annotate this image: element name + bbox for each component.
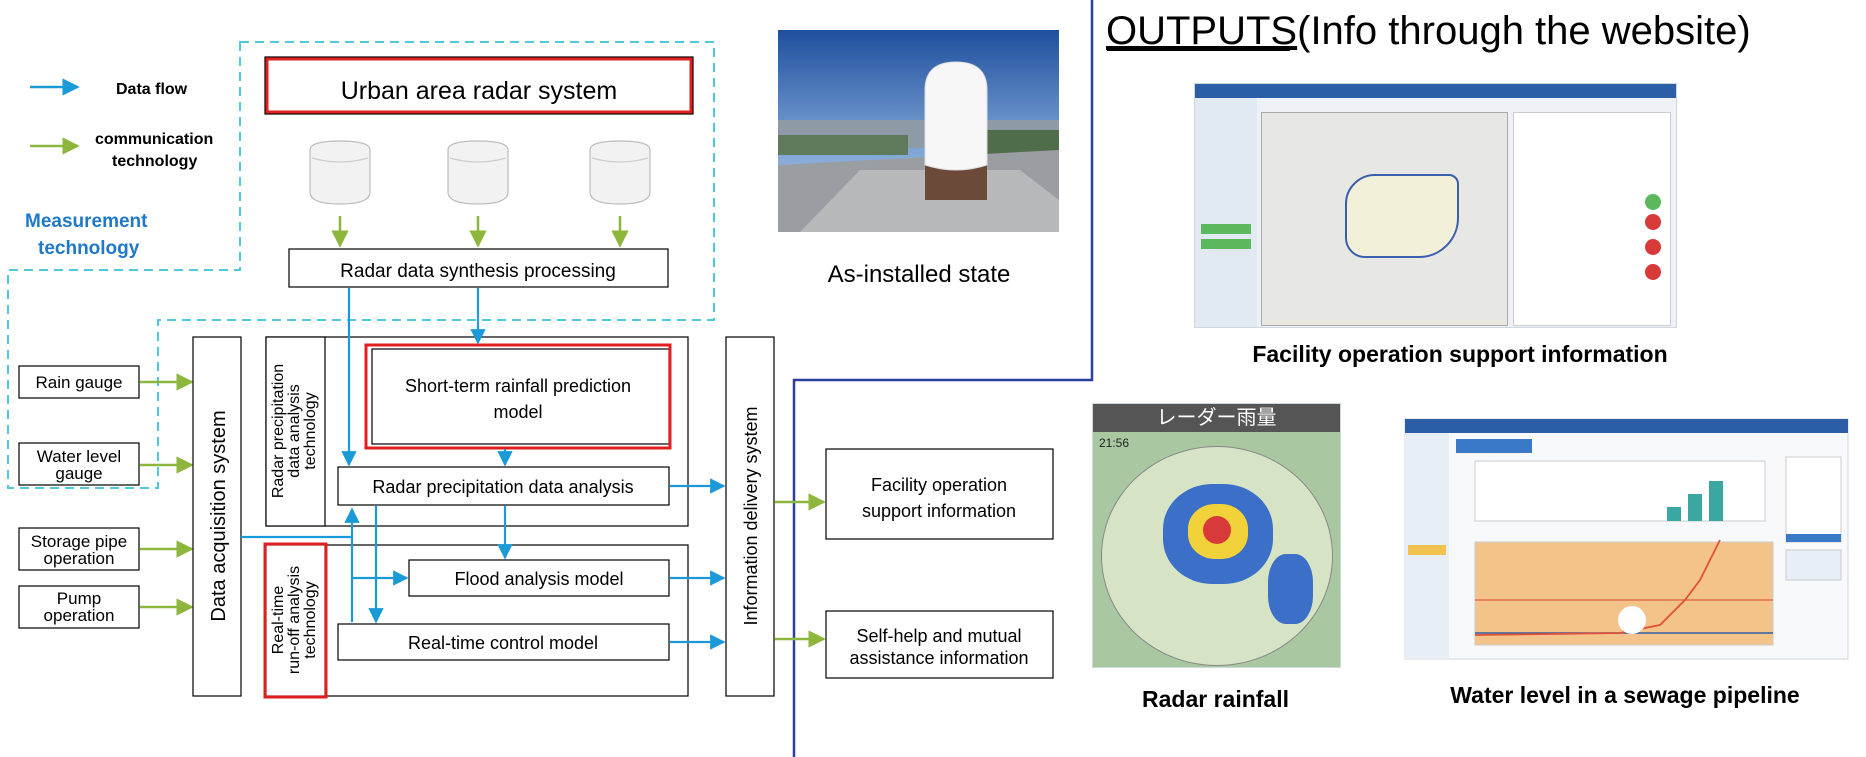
info-delivery-box [725, 336, 775, 697]
facility-support-screenshot [1194, 83, 1677, 328]
selfhelp-output-label-2: assistance information [849, 648, 1028, 668]
radar-precip-tech-label-2: data analysis [286, 384, 303, 477]
as-installed-caption: As-installed state [828, 261, 1011, 288]
data-flow-lines [241, 288, 726, 650]
radar-analysis-box [337, 466, 670, 506]
facility-status-red-1 [1645, 214, 1661, 230]
legend-communication-label-1: communication [95, 131, 213, 148]
pump-label-2: operation [44, 606, 115, 625]
facility-sidebar [1195, 98, 1257, 327]
radar-analysis-label: Radar precipitation data analysis [372, 477, 633, 497]
measurement-technology-label-1: Measurement [25, 211, 148, 232]
urban-radar-box-outer [264, 56, 694, 115]
radar-rainfall-screenshot: レーダー雨量 21:56 [1092, 403, 1341, 668]
radar-echo-side [1268, 554, 1313, 624]
radar-echo-red [1203, 516, 1231, 544]
realtime-tech-label-1: Real-time [270, 586, 287, 655]
radar-screen-title-bar: レーダー雨量 [1093, 404, 1340, 432]
water-level-label-2: gauge [55, 464, 102, 483]
realtime-control-box [337, 623, 670, 661]
rain-gauge-label: Rain gauge [36, 373, 123, 392]
realtime-tech-highlight [263, 542, 328, 699]
info-delivery-label: Information delivery system [741, 406, 761, 625]
storage-pipe-box [18, 527, 140, 571]
selfhelp-output-box [825, 610, 1054, 679]
outputs-title-underlined: OUTPUTS [1106, 9, 1297, 53]
radar-dome-2 [447, 140, 509, 205]
short-term-box [371, 348, 670, 445]
radar-dome-1 [309, 140, 371, 205]
facility-output-label-1: Facility operation [871, 475, 1007, 495]
radar-precip-tech-label-3: technology [302, 392, 319, 469]
radar-precip-tech-label-1: Radar precipitation [270, 364, 287, 498]
storage-pipe-label-2: operation [44, 549, 115, 568]
facility-header-bar [1195, 84, 1676, 98]
facility-sidebar-green-2 [1201, 239, 1251, 249]
facility-output-box [825, 448, 1054, 540]
radar-dome-3 [589, 140, 651, 205]
facility-data-panel [1513, 112, 1671, 326]
as-installed-photo [778, 30, 1059, 232]
facility-output-label-2: support information [862, 501, 1016, 521]
short-term-label-1: Short-term rainfall prediction [405, 376, 631, 396]
radar-synthesis-box [288, 248, 669, 288]
outputs-title-rest: (Info through the website) [1297, 9, 1751, 53]
rain-gauge-box [18, 365, 140, 399]
facility-sidebar-green-1 [1201, 224, 1251, 234]
urban-radar-label: Urban area radar system [341, 77, 618, 105]
water-level-screenshot [1404, 418, 1849, 660]
legend-communication-label-2: technology [112, 153, 197, 170]
legend-data-flow-label: Data flow [116, 81, 188, 98]
facility-map-area [1345, 174, 1459, 258]
flood-model-label: Flood analysis model [454, 569, 623, 589]
data-acquisition-label: Data acquisition system [208, 410, 230, 621]
outputs-border [792, 0, 1094, 757]
measurement-technology-label-2: technology [38, 238, 140, 259]
water-level-box [18, 442, 140, 486]
realtime-tech-label-2: run-off analysis [286, 566, 303, 674]
pump-box [18, 585, 140, 629]
data-acquisition-box [192, 336, 242, 697]
realtime-tech-label-3: technology [302, 581, 319, 658]
facility-status-green [1645, 194, 1661, 210]
pump-label-1: Pump [57, 589, 101, 608]
facility-status-red-2 [1645, 239, 1661, 255]
flood-model-box [408, 559, 670, 597]
radar-screen-time: 21:56 [1099, 436, 1130, 450]
short-term-highlight [364, 343, 672, 450]
realtime-control-label: Real-time control model [408, 633, 598, 653]
radar-rainfall-caption: Radar rainfall [1142, 686, 1289, 712]
water-level-label-1: Water level [37, 447, 121, 466]
facility-caption: Facility operation support information [1252, 341, 1668, 367]
radar-synthesis-label: Radar data synthesis processing [340, 261, 616, 282]
urban-radar-highlight [265, 57, 693, 114]
realtime-tech-box [265, 544, 326, 697]
outputs-title: OUTPUTS(Info through the website) [1106, 9, 1751, 53]
measurement-dashed-outline [7, 41, 715, 489]
short-term-label-2: model [493, 402, 542, 422]
water-level-caption: Water level in a sewage pipeline [1450, 682, 1800, 708]
radar-precip-tech-box [265, 336, 326, 527]
facility-status-red-3 [1645, 264, 1661, 280]
storage-pipe-label-1: Storage pipe [31, 532, 127, 551]
selfhelp-output-label-1: Self-help and mutual [856, 626, 1021, 646]
